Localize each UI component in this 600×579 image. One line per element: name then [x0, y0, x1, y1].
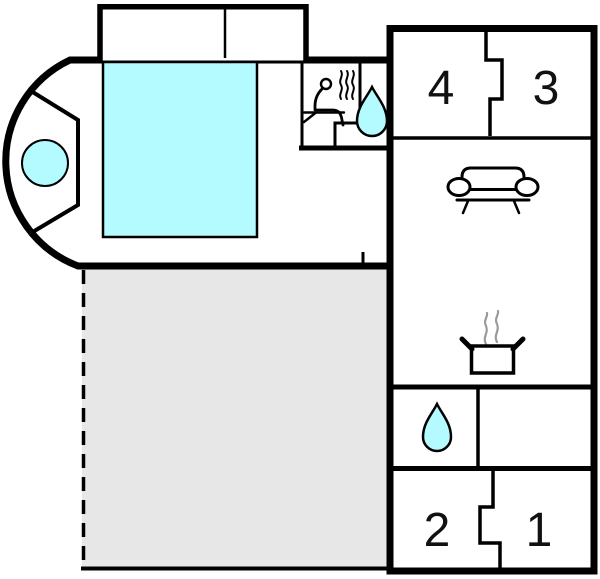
- steam-line: [494, 309, 500, 344]
- bay-window-nook: [29, 89, 80, 235]
- pot-handle-left: [459, 336, 475, 352]
- terrace: [81, 267, 390, 571]
- closet-outline: [97, 4, 309, 61]
- room-4-label: 4: [428, 62, 455, 115]
- sauna-step-wall: [333, 63, 362, 148]
- round-table-icon: [21, 139, 69, 187]
- room-1-label: 1: [526, 504, 553, 557]
- top-closets: [97, 4, 309, 61]
- terrace-area: [82, 267, 390, 569]
- right-wing-walls: [390, 30, 594, 568]
- sofa-icon: [446, 166, 540, 215]
- steam-line: [483, 311, 489, 346]
- water-drop-icon: [355, 84, 389, 138]
- sauna-icon: [302, 70, 355, 127]
- room-3-label: 3: [533, 62, 560, 115]
- bedroom-wing: [2, 56, 393, 270]
- pot-body: [469, 344, 516, 375]
- pot-handle-right: [510, 336, 526, 352]
- rooms43-divider-door: [484, 30, 504, 136]
- room-2-label: 2: [424, 504, 451, 557]
- sauna-room: [299, 62, 392, 151]
- cooking-pot-icon: [459, 309, 526, 375]
- bed-icon: [101, 60, 259, 239]
- water-drop-icon: [421, 401, 453, 453]
- rooms21-divider-door: [478, 471, 502, 568]
